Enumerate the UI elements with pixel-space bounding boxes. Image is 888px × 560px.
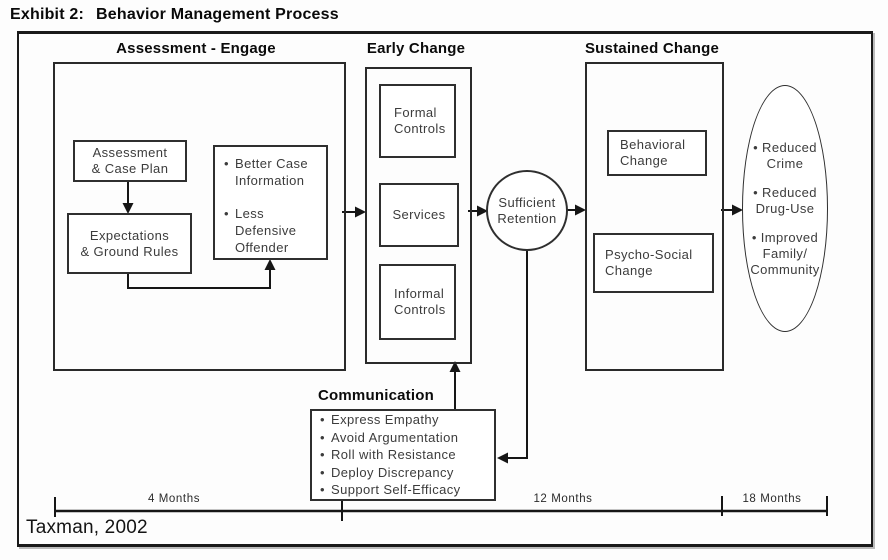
bullet-icon: • <box>320 429 325 445</box>
engagement-outcome-label: Less Defensive Offender <box>235 206 297 255</box>
formal-controls-label: Formal Controls <box>394 105 446 136</box>
outcome-item: • Reduced Crime <box>753 139 817 171</box>
engagement-outcome-label: Better Case Information <box>235 156 309 188</box>
communication-item-label: Support Self-Efficacy <box>331 482 461 498</box>
informal-controls-label: Informal Controls <box>394 286 446 317</box>
outcome-item: • Reduced Drug-Use <box>753 184 817 216</box>
bullet-icon: • <box>224 206 229 221</box>
behavioral-change-label: Behavioral Change <box>620 137 686 168</box>
timeline-label-12-months: 12 Months <box>533 493 593 505</box>
header-communication: Communication <box>318 387 434 404</box>
outcomes-ellipse: • Reduced Crime • Reduced Drug-Use • Imp… <box>742 85 828 332</box>
header-assessment-engage: Assessment - Engage <box>116 40 276 57</box>
engagement-outcomes-box: • Better Case Information • Less Defensi… <box>213 145 328 260</box>
bullet-icon: • <box>224 156 229 171</box>
communication-item-label: Roll with Resistance <box>331 447 457 463</box>
communication-item: • Roll with Resistance <box>320 446 488 464</box>
assessment-case-plan-label: Assessment & Case Plan <box>91 145 169 176</box>
communication-item-label: Express Empathy <box>331 412 439 428</box>
psycho-social-change-box: Psycho-Social Change <box>593 233 714 293</box>
page-title: Exhibit 2: Behavior Management Process <box>10 6 339 24</box>
engagement-outcome-item: • Better Case Information <box>224 155 322 189</box>
diagram-frame <box>17 31 873 547</box>
sufficient-retention-label: Sufficient Retention <box>497 194 557 226</box>
expectations-ground-rules-label: Expectations & Ground Rules <box>80 227 179 259</box>
timeline-label-18-months: 18 Months <box>742 493 802 505</box>
behavioral-change-box: Behavioral Change <box>607 130 707 176</box>
communication-box: • Express Empathy • Avoid Argumentation … <box>310 409 496 501</box>
bullet-icon: • <box>320 447 325 463</box>
communication-item: • Support Self-Efficacy <box>320 481 488 499</box>
header-early-change: Early Change <box>366 40 466 57</box>
formal-controls-box: Formal Controls <box>379 84 456 158</box>
credit-text: Taxman, 2002 <box>26 517 148 538</box>
services-box: Services <box>379 183 459 247</box>
communication-item: • Express Empathy <box>320 411 488 429</box>
expectations-ground-rules-box: Expectations & Ground Rules <box>67 213 192 274</box>
engagement-outcome-item: • Less Defensive Offender <box>224 205 322 256</box>
bullet-icon: • <box>320 482 325 498</box>
communication-item-label: Deploy Discrepancy <box>331 464 454 480</box>
header-sustained-change: Sustained Change <box>584 40 720 57</box>
psycho-social-change-label: Psycho-Social Change <box>605 247 693 278</box>
communication-item-label: Avoid Argumentation <box>331 429 459 445</box>
services-label: Services <box>392 207 446 222</box>
title-text: Behavior Management Process <box>96 6 339 23</box>
communication-item: • Avoid Argumentation <box>320 429 488 447</box>
outcome-item: • Improved Family/ Community <box>750 229 820 277</box>
title-prefix: Exhibit 2: <box>10 6 85 23</box>
sustained-change-box <box>585 62 724 371</box>
assessment-case-plan-box: Assessment & Case Plan <box>73 140 187 182</box>
bullet-icon: • <box>320 464 325 480</box>
assessment-engage-box <box>53 62 346 371</box>
bullet-icon: • <box>320 412 325 428</box>
timeline-label-4-months: 4 Months <box>147 493 201 505</box>
communication-item: • Deploy Discrepancy <box>320 464 488 482</box>
informal-controls-box: Informal Controls <box>379 264 456 340</box>
sufficient-retention-circle: Sufficient Retention <box>486 170 568 251</box>
early-change-box <box>365 67 472 364</box>
